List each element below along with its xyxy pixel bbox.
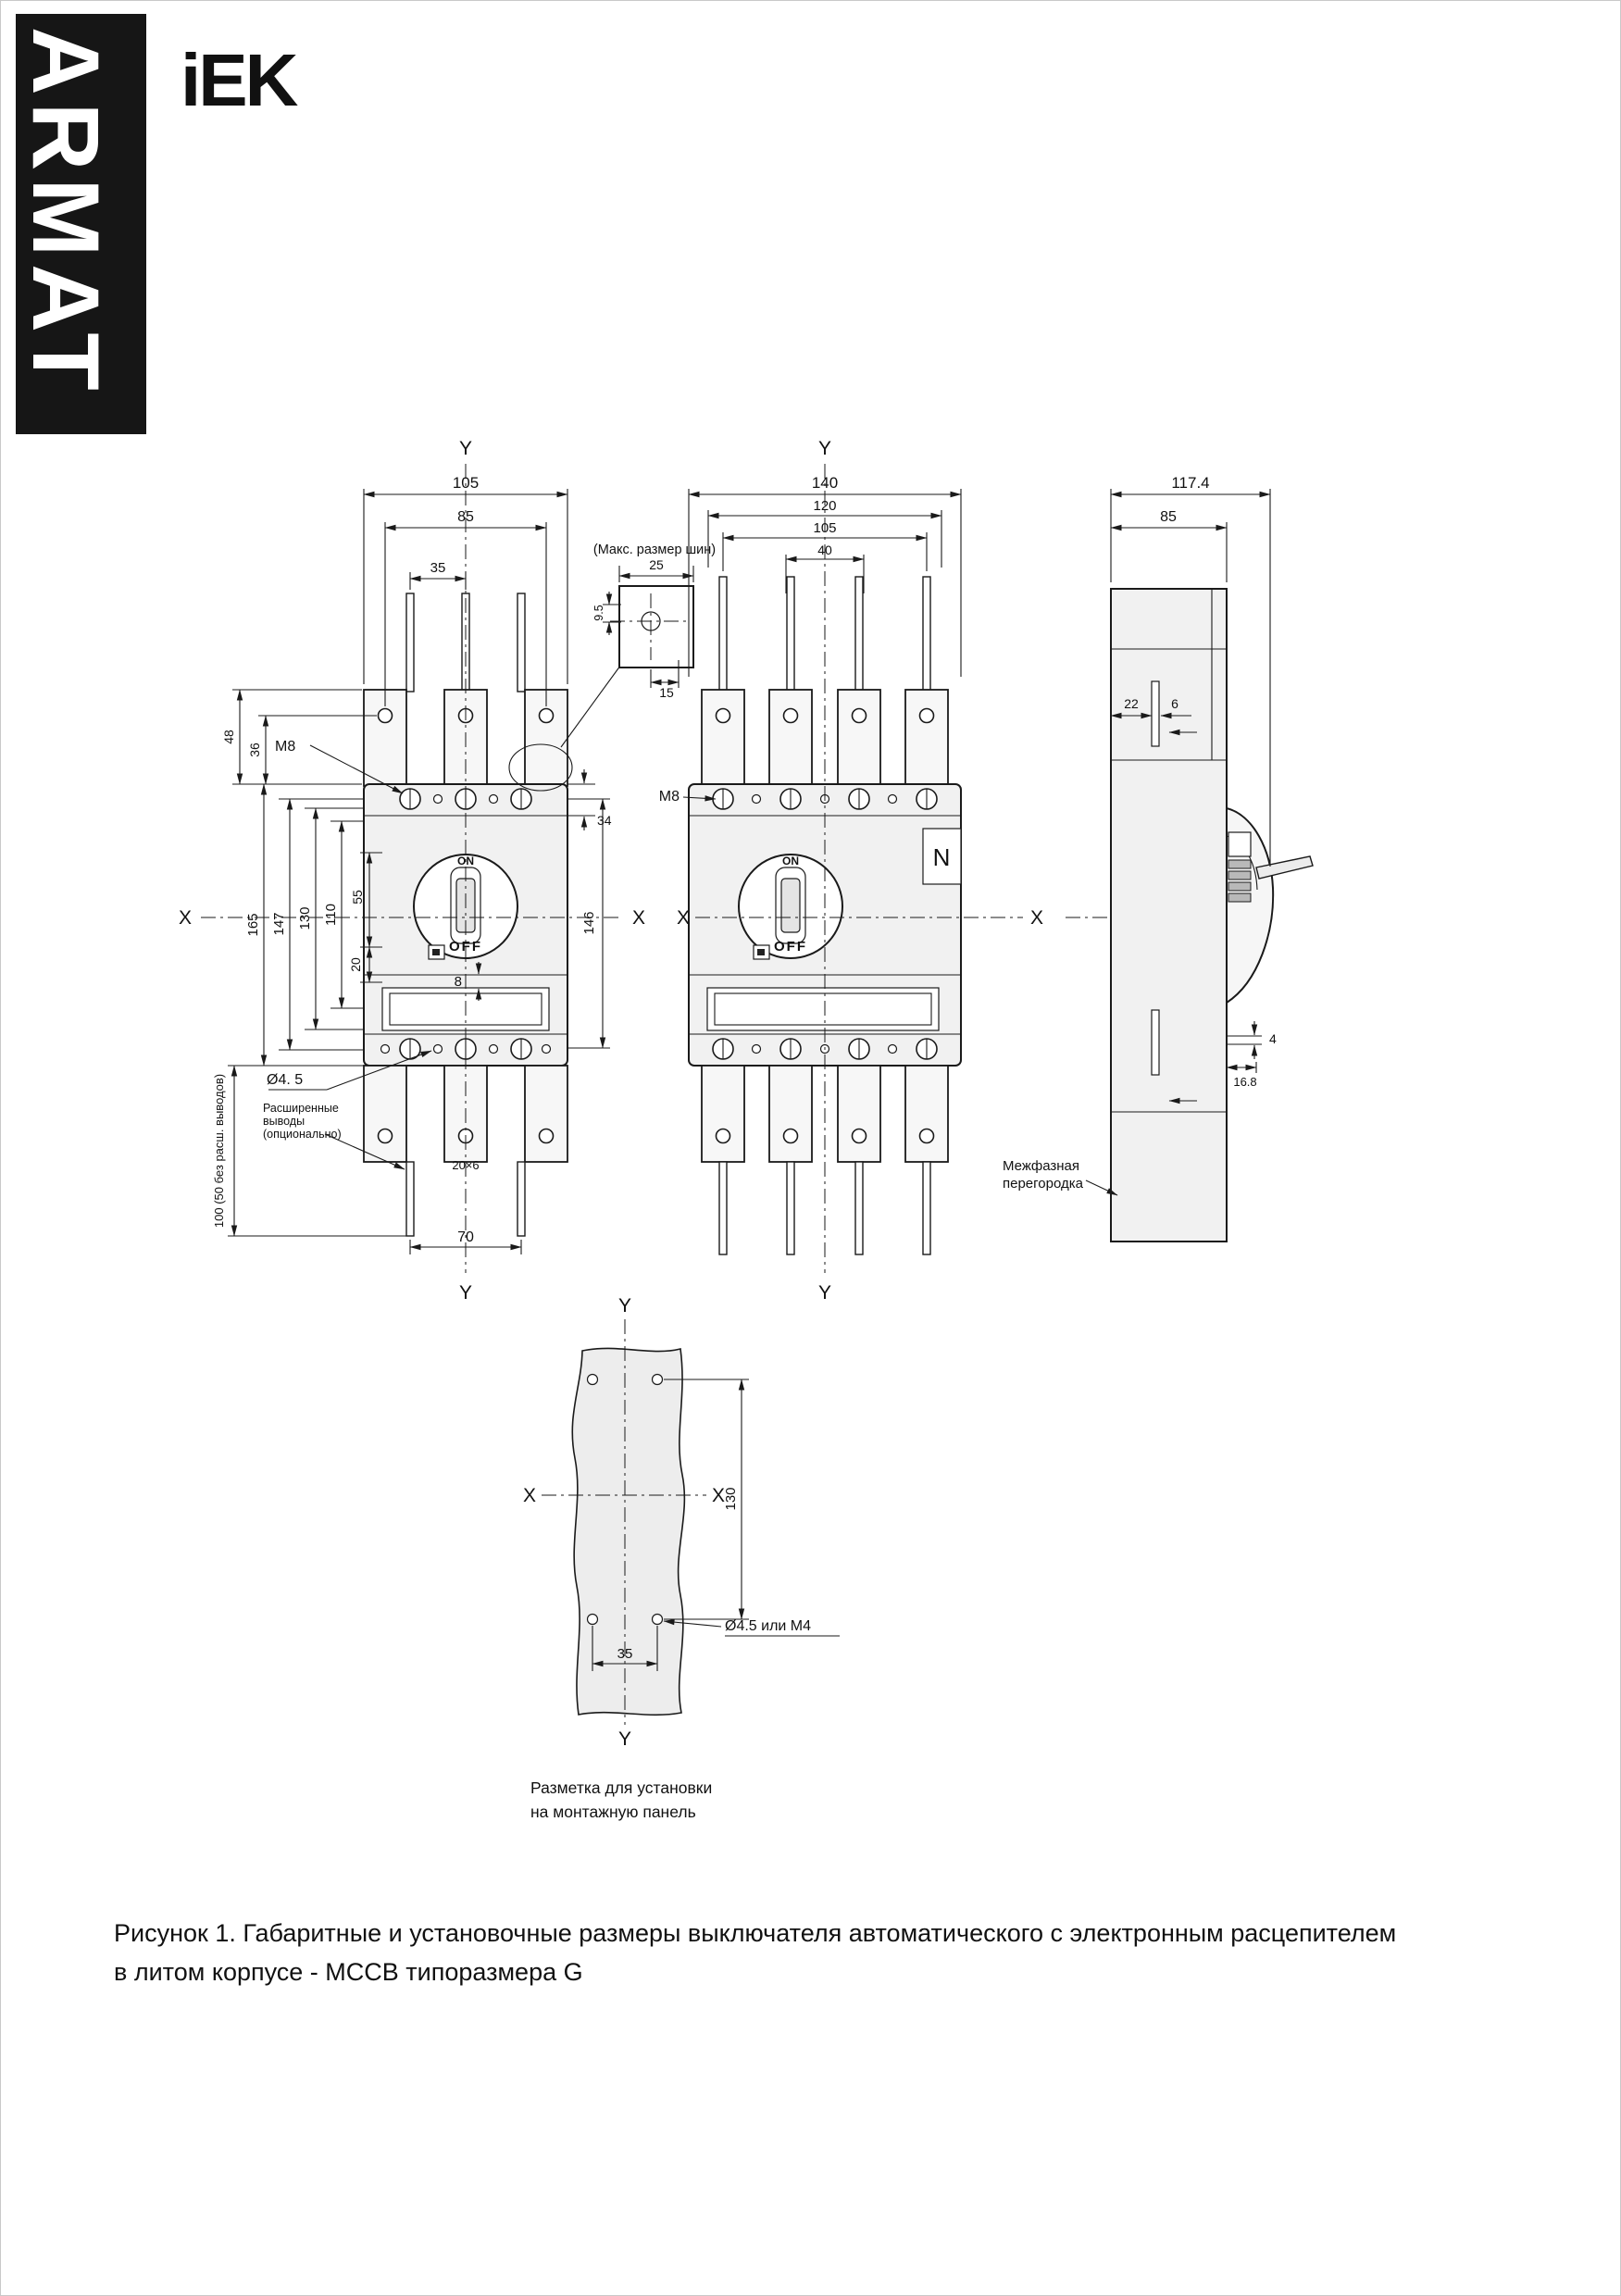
ext-leads-line2: выводы (263, 1115, 305, 1128)
busbar (405, 593, 415, 693)
quad-on-label: ON (782, 855, 799, 867)
handle-lever (1255, 855, 1314, 880)
detail-dim-15: 15 (659, 685, 674, 700)
figure-caption-line1: Рисунок 1. Габаритные и установочные раз… (114, 1919, 1396, 1947)
dim-147: 147 (271, 912, 287, 935)
ext-leads-line1: Расширенные (263, 1102, 339, 1115)
side-view (1066, 588, 1314, 1242)
quad-off-label: OFF (774, 939, 807, 955)
quad-m8: M8 (659, 789, 680, 805)
four-pole-dimensions (682, 489, 962, 802)
mounting-hole (586, 1373, 599, 1386)
dim-34: 34 (597, 813, 612, 828)
front-x-right: X (632, 907, 645, 929)
template-dim-35: 35 (617, 1646, 633, 1662)
template-y-top: Y (618, 1295, 631, 1316)
mounting-slot-bottom (1151, 1009, 1160, 1076)
template-dim-130: 130 (723, 1487, 739, 1510)
busbar (517, 593, 526, 693)
four-pole-view (688, 464, 1023, 1273)
extended-lead (405, 1161, 415, 1237)
mounting-slot-top (1151, 680, 1160, 747)
mounting-hole (651, 1613, 664, 1626)
dim-130: 130 (297, 906, 313, 930)
dim-85: 85 (457, 509, 474, 525)
dim-146: 146 (581, 911, 597, 934)
front-y-top: Y (459, 438, 472, 459)
dim-100: 100 (50 без расш. выводов) (212, 1074, 226, 1228)
template-dia-label: Ø4.5 или M4 (725, 1618, 811, 1634)
mounting-template-view (542, 1319, 840, 1725)
extended-lead (517, 1161, 526, 1237)
interphase-line1: Межфазная (1003, 1158, 1079, 1174)
quad-y-bottom: Y (818, 1282, 831, 1304)
quad-y-top: Y (818, 438, 831, 459)
mounting-hole (651, 1373, 664, 1386)
quad-dim-40: 40 (817, 543, 832, 557)
quad-x-left: X (677, 907, 690, 929)
side-dim-1174: 117.4 (1171, 474, 1209, 492)
template-caption-line2: на монтажную панель (530, 1803, 696, 1821)
dim-20: 20 (348, 957, 363, 972)
dim-70: 70 (457, 1229, 474, 1245)
ext-leads-line3: (опционально) (263, 1128, 342, 1141)
armat-banner: ARMAT (13, 14, 146, 434)
dim-35: 35 (430, 560, 446, 576)
dim-8: 8 (455, 974, 462, 990)
template-x-right: X (712, 1485, 725, 1506)
label-m8: M8 (275, 739, 295, 755)
detail-dim-95: 9.5 (592, 605, 605, 620)
front-y-bottom: Y (459, 1282, 472, 1304)
neutral-label: N (933, 843, 951, 871)
template-caption-line1: Разметка для установки (530, 1778, 712, 1797)
busbar-detail-view (508, 566, 694, 792)
dim-105: 105 (453, 474, 479, 492)
side-dim-6: 6 (1171, 696, 1178, 711)
label-window-4p (706, 987, 940, 1031)
template-y-bottom: Y (618, 1728, 631, 1750)
quad-x-right: X (1030, 907, 1043, 929)
front-x-left: X (179, 907, 192, 929)
dia-45-label: Ø4. 5 (267, 1072, 303, 1088)
side-dimensions (1085, 489, 1271, 1196)
front-on-label: ON (457, 855, 474, 867)
dim-55: 55 (350, 890, 365, 905)
side-dim-168: 16.8 (1233, 1075, 1256, 1089)
quad-dim-105: 105 (813, 520, 836, 536)
dim-110: 110 (323, 904, 339, 926)
side-dim-85: 85 (1160, 509, 1177, 525)
side-body (1110, 588, 1228, 1242)
iek-logo: iEK (181, 39, 298, 121)
front-dimensions (228, 489, 610, 1254)
template-x-left: X (523, 1485, 536, 1506)
side-dim-22: 22 (1124, 696, 1139, 711)
dim-36: 36 (247, 742, 262, 757)
detail-dim-25: 25 (649, 557, 664, 572)
interphase-line2: перегородка (1003, 1176, 1084, 1192)
dim-48: 48 (221, 730, 236, 744)
quad-dim-120: 120 (813, 498, 836, 514)
detail-title: (Макс. размер шин) (593, 543, 716, 557)
front-off-label: OFF (449, 939, 482, 955)
dim-165: 165 (245, 913, 261, 936)
side-dim-4: 4 (1269, 1031, 1277, 1046)
dim-20x6: 20×6 (452, 1158, 479, 1172)
figure-caption-line2: в литом корпусе - MCCB типоразмера G (114, 1958, 583, 1986)
neutral-pole-zone (922, 828, 962, 885)
mounting-hole (586, 1613, 599, 1626)
front-view (201, 464, 623, 1273)
quad-dim-140: 140 (812, 474, 838, 492)
